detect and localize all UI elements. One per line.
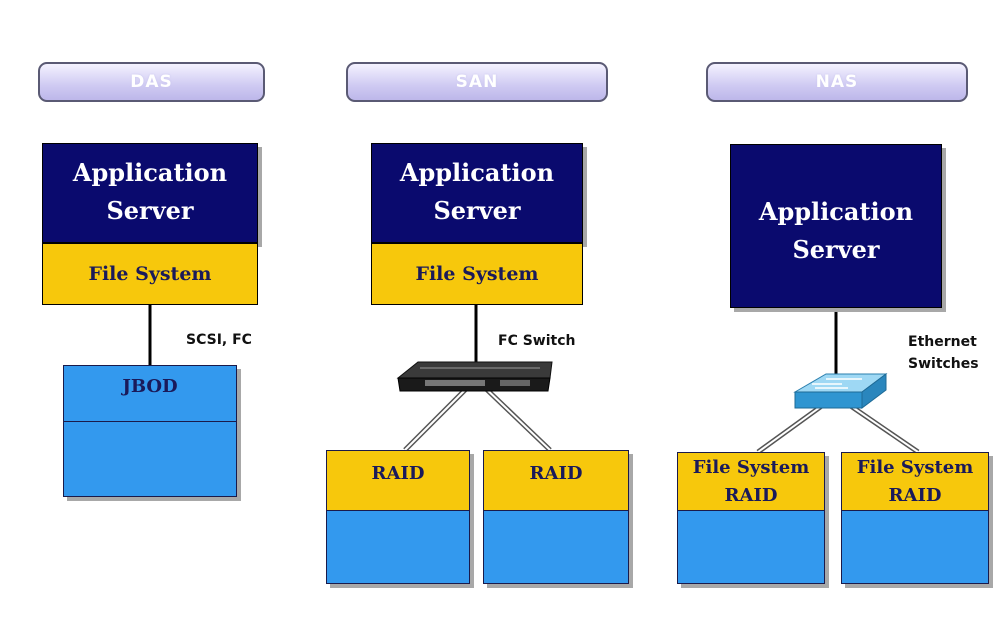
- nas-label: NAS: [706, 62, 968, 102]
- san-link-right: [481, 384, 551, 451]
- san-raid-left-label: RAID: [327, 451, 469, 511]
- nas-link-left: [757, 399, 831, 453]
- nas-server-label: Application Server: [758, 197, 914, 264]
- nas-link-right: [841, 399, 919, 453]
- san-switch-label: FC Switch: [498, 333, 576, 349]
- nas-raid-right: File System RAID: [841, 452, 989, 584]
- das-server-label: Application Server: [72, 158, 228, 225]
- das-jbod-storage: JBOD: [63, 365, 237, 497]
- nas-raid-left: File System RAID: [677, 452, 825, 584]
- san-application-server: Application Server: [371, 143, 583, 243]
- das-label: DAS: [38, 62, 265, 102]
- das-file-system: File System: [42, 243, 258, 305]
- das-jbod-label: JBOD: [64, 366, 236, 422]
- san-server-label: Application Server: [399, 158, 555, 225]
- san-raid-right-label: RAID: [484, 451, 628, 511]
- san-raid-left: RAID: [326, 450, 470, 584]
- san-raid-right: RAID: [483, 450, 629, 584]
- das-application-server: Application Server: [42, 143, 258, 243]
- nas-raid-right-label: File System RAID: [842, 453, 988, 511]
- nas-switch-label: Ethernet Switches: [908, 334, 979, 372]
- ethernet-switch-icon: [793, 373, 888, 409]
- san-label: SAN: [346, 62, 608, 102]
- san-file-system: File System: [371, 243, 583, 305]
- nas-raid-left-label: File System RAID: [678, 453, 824, 511]
- das-link-label: SCSI, FC: [186, 332, 252, 348]
- san-link-left: [404, 384, 471, 451]
- fc-switch-icon: [396, 361, 553, 392]
- nas-application-server: Application Server: [730, 144, 942, 308]
